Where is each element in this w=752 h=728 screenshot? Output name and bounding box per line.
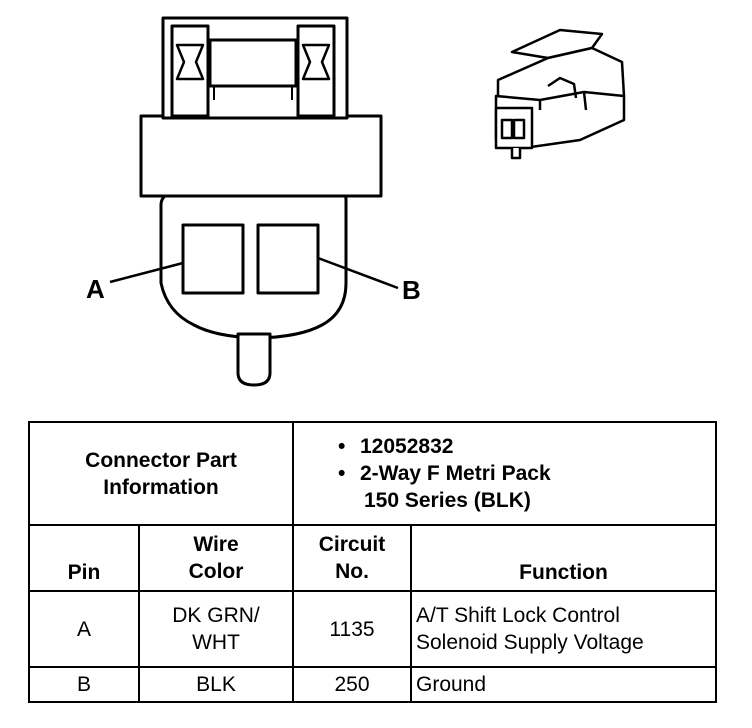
row-b-wire-color: BLK	[138, 666, 294, 703]
header-wire-color: Wire Color	[138, 524, 294, 592]
header-circuit-line1: Circuit	[318, 533, 386, 556]
row-b-function: Ground	[410, 666, 717, 703]
connector-info-table: Connector Part Information • 12052832 • 2-…	[28, 421, 717, 703]
row-a-wire-color: DK GRN/ WHT	[138, 590, 294, 668]
header-circuit-line2: No.	[335, 560, 369, 583]
header-row: Pin Wire Color Circuit No. Function	[28, 524, 717, 592]
row-b-pin: B	[28, 666, 140, 703]
connector-flange	[139, 114, 383, 198]
pin-a-label: A	[86, 274, 105, 304]
part-number: 12052832	[360, 435, 454, 458]
lock-tab-right-detail	[301, 43, 331, 81]
row-a-pin: A	[28, 590, 140, 668]
part-info-label-line2: Information	[103, 475, 219, 499]
iso-cavity-left	[500, 118, 514, 140]
bullet-glyph: •	[338, 462, 346, 485]
iso-lock-tab	[510, 28, 604, 60]
lock-tab-left-detail	[175, 43, 205, 81]
connector-face-view	[109, 16, 399, 387]
key-peg	[236, 332, 272, 387]
row-a-wire-color-line1: DK GRN/	[172, 604, 260, 627]
header-function: Function	[410, 524, 717, 592]
connector-isometric-view	[494, 28, 626, 160]
header-wire-color-line2: Color	[188, 560, 244, 583]
row-a-function-line2: Solenoid Supply Voltage	[416, 631, 644, 654]
part-number-item: • 12052832	[334, 433, 711, 460]
lock-tab-bar	[208, 38, 298, 88]
iso-side-detail	[538, 76, 588, 111]
header-pin: Pin	[28, 524, 140, 592]
table-row: A DK GRN/ WHT 1135 A/T Shift Lock Contro…	[28, 590, 717, 668]
header-circuit: Circuit No.	[292, 524, 412, 592]
part-desc-item: • 2-Way F Metri Pack	[334, 460, 711, 487]
row-b-circuit: 250	[292, 666, 412, 703]
cavity-b	[256, 223, 320, 295]
pin-b-leader	[317, 256, 399, 290]
iso-peg	[510, 148, 522, 160]
row-a-function: A/T Shift Lock Control Solenoid Supply V…	[410, 590, 717, 668]
iso-cavity-right	[512, 118, 526, 140]
lock-tab-right-post	[296, 24, 336, 118]
row-a-function-line1: A/T Shift Lock Control	[416, 604, 620, 627]
part-info-value-cell: • 12052832 • 2-Way F Metri Pack 150 Series…	[292, 421, 717, 526]
row-a-wire-color-line2: WHT	[192, 631, 240, 654]
part-desc-line2: 150 Series (BLK)	[364, 489, 531, 512]
part-info-label-cell: Connector Part Information	[28, 421, 294, 526]
cavity-a	[181, 223, 245, 295]
bullet-glyph: •	[338, 435, 346, 458]
pin-a-leader	[109, 261, 184, 284]
connector-diagram: A B	[86, 16, 626, 387]
row-a-circuit: 1135	[292, 590, 412, 668]
part-info-label-line1: Connector Part	[85, 448, 237, 472]
pin-b-label: B	[402, 275, 421, 305]
table-row: B BLK 250 Ground	[28, 666, 717, 703]
lock-tab-bar-fold	[213, 86, 293, 100]
part-desc-line1: 2-Way F Metri Pack	[360, 462, 551, 485]
lock-tab-left-post	[170, 24, 210, 118]
header-wire-color-line1: Wire	[193, 533, 239, 556]
part-info-row: Connector Part Information • 12052832 • 2-…	[28, 421, 717, 526]
